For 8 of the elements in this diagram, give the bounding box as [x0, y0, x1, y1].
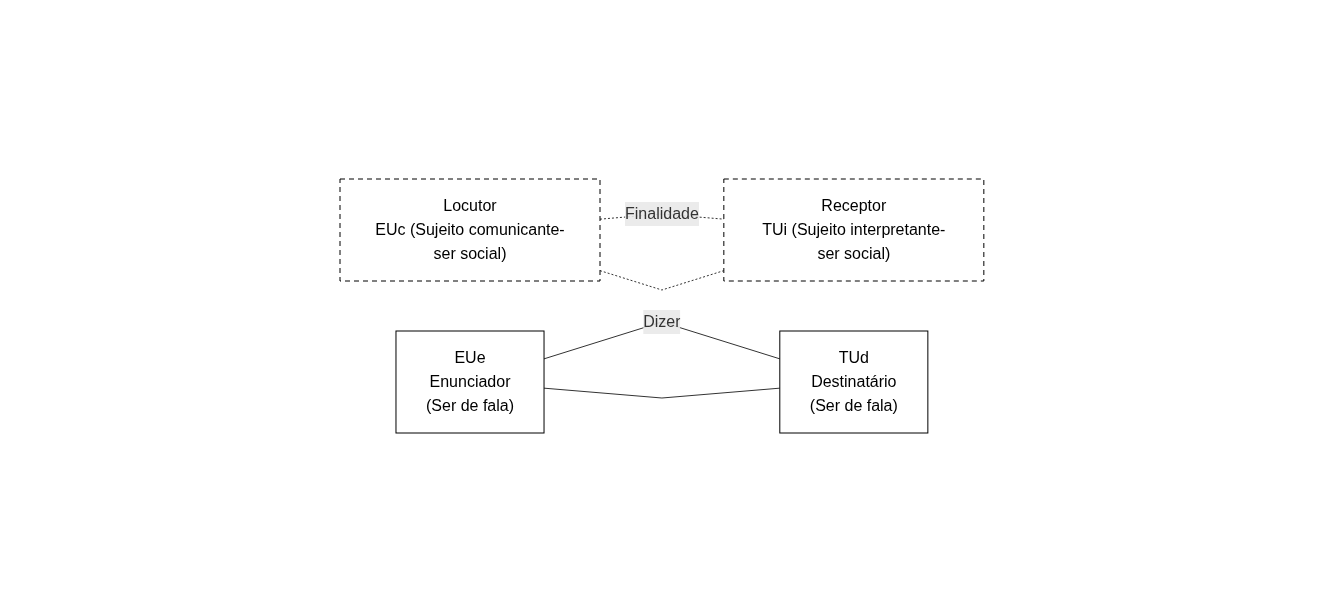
edge-label: Finalidade [624, 205, 699, 222]
connector [599, 270, 724, 291]
edge-label: Dizer [642, 313, 681, 330]
node-box: TUd Destinatário (Ser de fala) [778, 330, 928, 434]
node-box: Receptor TUi (Sujeito interpretante-ser social) [722, 178, 984, 282]
connector [543, 387, 780, 399]
node-box: EUe Enunciador (Ser de fala) [395, 330, 545, 434]
node-box: Locutor EUc (Sujeito comunicante-ser social) [339, 178, 601, 282]
